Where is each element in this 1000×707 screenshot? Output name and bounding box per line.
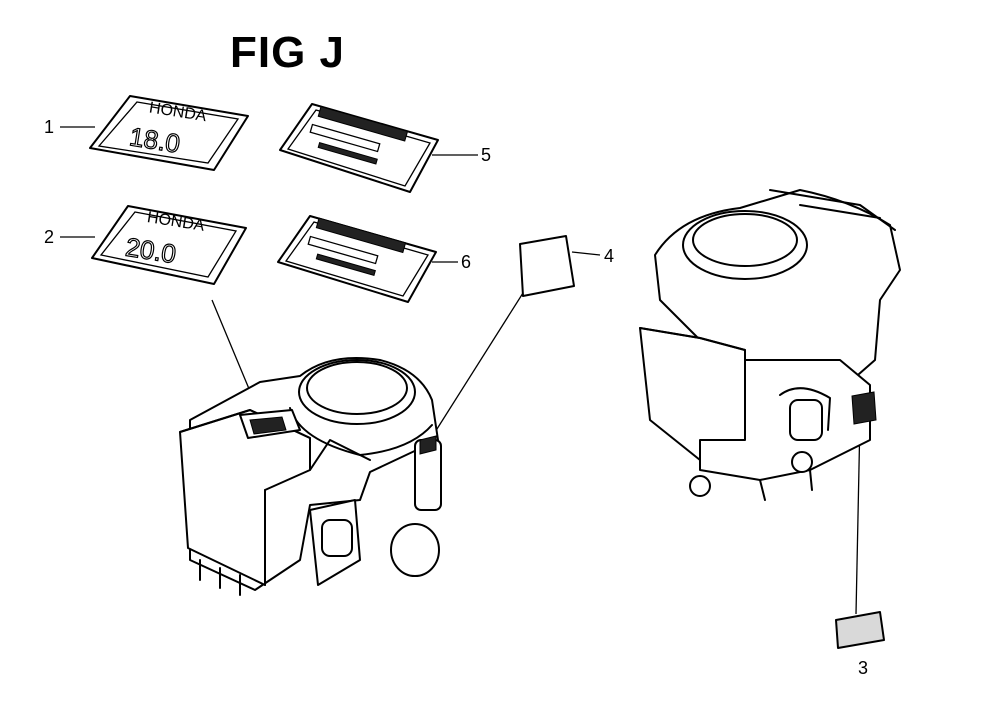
leader-line-4a xyxy=(571,251,601,256)
callout-4: 4 xyxy=(604,246,615,266)
sticker-part-4 xyxy=(519,235,575,297)
callout-6: 6 xyxy=(461,252,472,272)
label-part-6 xyxy=(277,215,437,303)
callout-2: 2 xyxy=(44,227,55,247)
leader-line-4b xyxy=(429,292,524,441)
callout-3: 3 xyxy=(858,658,869,678)
callout-1: 1 xyxy=(44,117,55,137)
engine-left xyxy=(179,357,442,596)
figure-title: FIG J xyxy=(230,28,346,77)
leader-line-3 xyxy=(855,417,861,615)
emblem-part-1: HONDA 18.0 xyxy=(89,95,249,171)
label-part-5 xyxy=(279,103,439,193)
sticker-part-3 xyxy=(835,611,885,649)
emblem-part-2: HONDA 20.0 xyxy=(91,205,247,285)
callout-5: 5 xyxy=(481,145,492,165)
engine-right xyxy=(639,189,901,501)
